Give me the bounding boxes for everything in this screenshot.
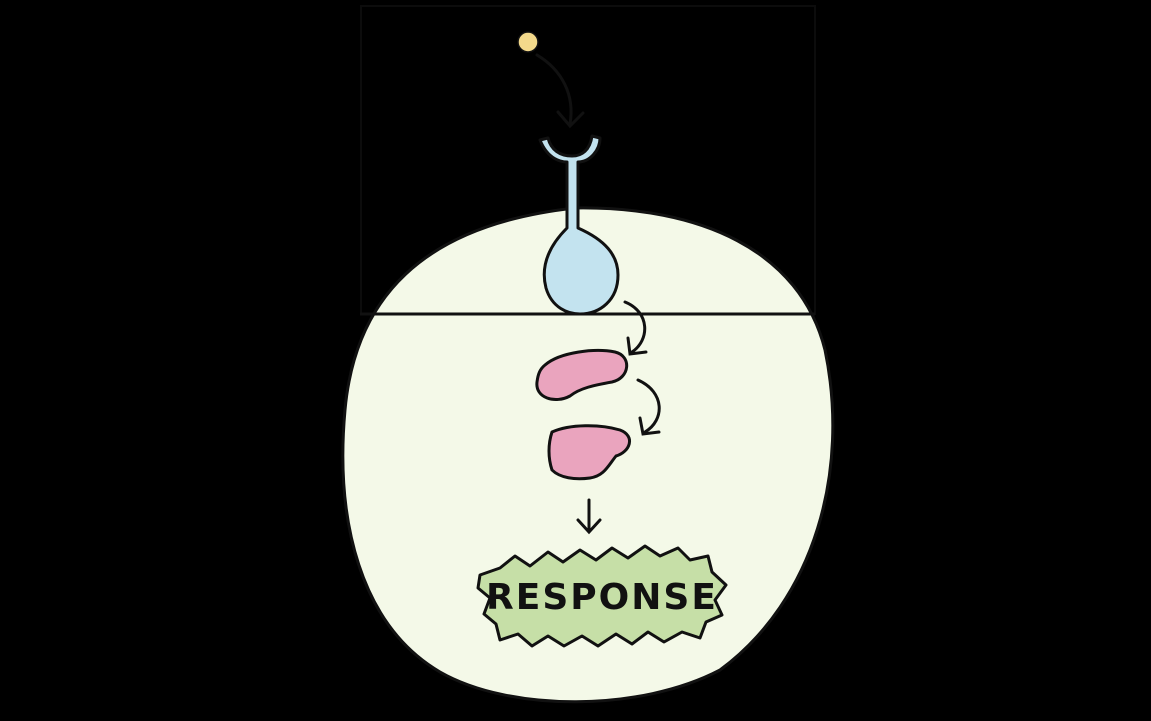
receptor-label: receptor [627, 150, 787, 191]
ligand-label: ligand [372, 20, 487, 61]
response-label: RESPONSE [486, 577, 718, 618]
ligand-molecule [518, 32, 538, 52]
